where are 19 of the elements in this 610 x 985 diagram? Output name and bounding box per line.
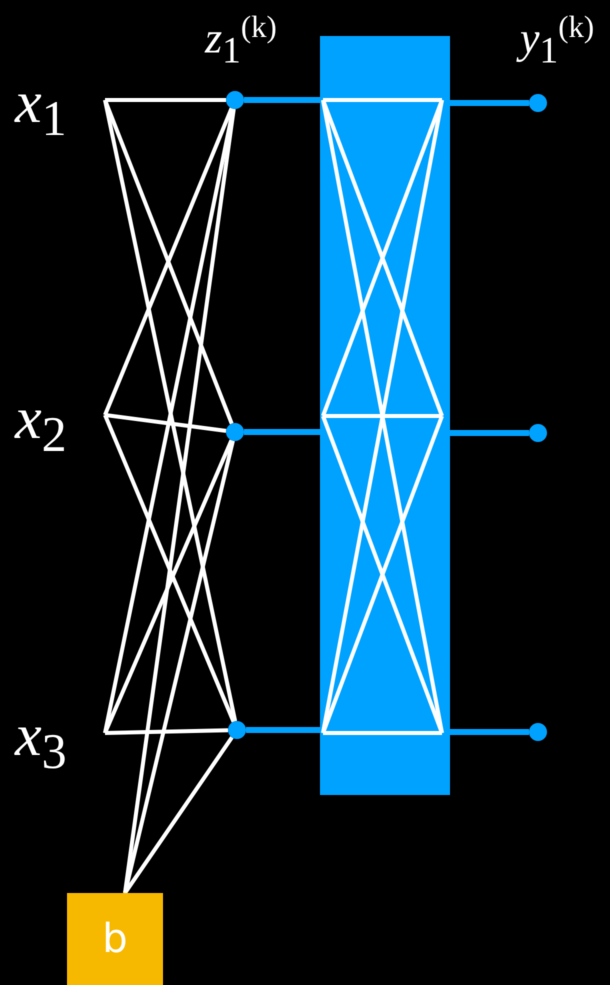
- connection-line: [244, 429, 320, 435]
- weight-line: [105, 98, 226, 102]
- weight-line: [123, 440, 235, 894]
- neuron-dot: [226, 423, 244, 441]
- connection-line: [450, 100, 529, 106]
- connection-line: [246, 727, 320, 733]
- weight-line: [104, 728, 228, 735]
- connection-line: [450, 430, 529, 436]
- bias-box: b: [67, 893, 163, 985]
- input-label: x$_{1}$: [15, 72, 67, 143]
- neuron-dot: [228, 721, 246, 739]
- neuron-dot: [529, 723, 547, 741]
- connection-line: [244, 97, 320, 103]
- input-label: x$_{3}$: [15, 705, 67, 776]
- weight-line: [123, 108, 236, 894]
- neuron-dot: [529, 424, 547, 442]
- connection-line: [450, 729, 529, 735]
- input-label: x$_{2}$: [15, 388, 67, 459]
- weight-line: [104, 413, 226, 433]
